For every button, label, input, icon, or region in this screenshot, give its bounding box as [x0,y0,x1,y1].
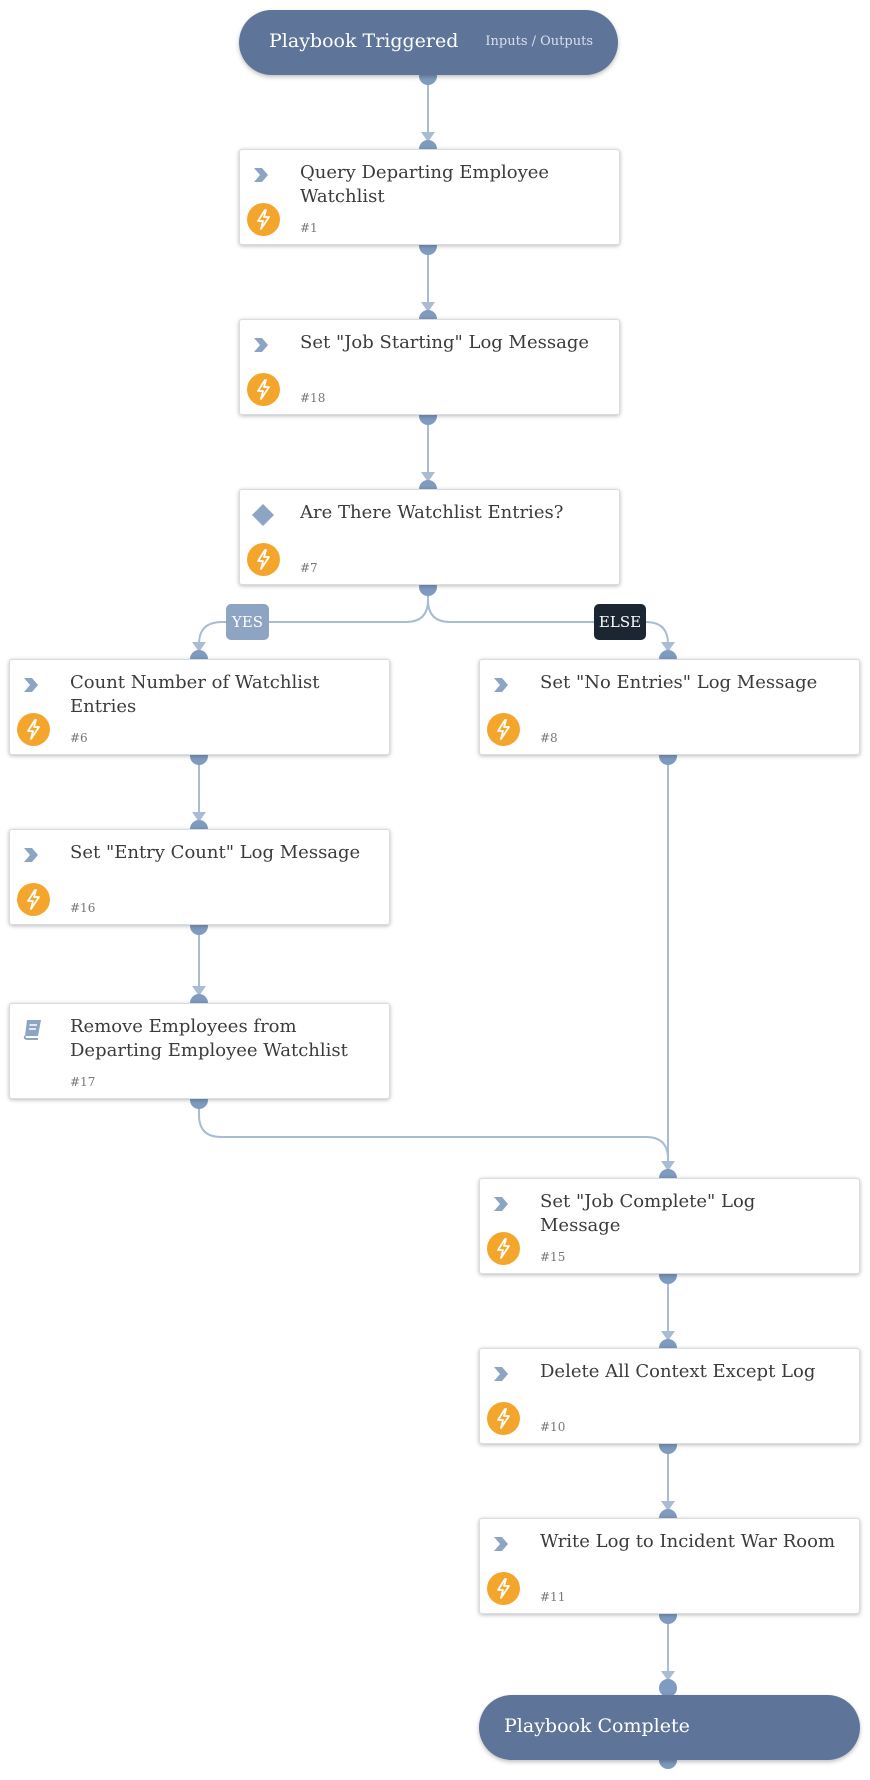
task-number: #10 [540,1420,566,1434]
automation-bolt-icon [247,203,280,236]
chevron-icon [494,1197,508,1211]
branch-label-else[interactable]: ELSE [594,604,646,640]
task-name: Set "Job Starting" Log Message [300,332,590,353]
task-node-16[interactable]: Set "Entry Count" Log Message #16 [9,829,390,925]
task-number: #17 [70,1075,96,1089]
chevron-icon [254,338,268,352]
task-node-15[interactable]: Set "Job Complete" Log Message #15 [479,1178,860,1274]
task-node-11[interactable]: Write Log to Incident War Room #11 [479,1518,860,1614]
task-node-8[interactable]: Set "No Entries" Log Message #8 [479,659,860,755]
playbook-complete-title: Playbook Complete [504,1715,690,1737]
chevron-icon [494,1367,508,1381]
task-number: #7 [300,561,318,575]
inputs-outputs-link[interactable]: Inputs / Outputs [485,34,593,49]
task-number: #1 [300,221,318,235]
task-node-10[interactable]: Delete All Context Except Log #10 [479,1348,860,1444]
task-name: Set "Entry Count" Log Message [70,842,361,863]
chevron-icon [494,1537,508,1551]
task-name: Are There Watchlist Entries? [300,502,564,523]
chevron-icon [494,678,508,692]
task-number: #16 [70,901,96,915]
playbook-complete-node[interactable]: Playbook Complete [479,1695,860,1760]
task-number: #18 [300,391,326,405]
chevron-icon [24,848,38,862]
condition-node-7[interactable]: Are There Watchlist Entries? #7 [239,489,620,585]
automation-bolt-icon [487,1572,520,1605]
task-node-18[interactable]: Set "Job Starting" Log Message #18 [239,319,620,415]
playbook-triggered-title: Playbook Triggered [269,30,459,52]
task-node-6[interactable]: Count Number of Watchlist Entries #6 [9,659,390,755]
task-node-17[interactable]: Remove Employees from Departing Employee… [9,1003,390,1099]
automation-bolt-icon [247,543,280,576]
chevron-icon [24,678,38,692]
task-name: Count Number of Watchlist Entries [70,672,320,717]
edge-7-to-8 [427,599,669,651]
task-name: Query Departing Employee Watchlist [300,162,550,207]
automation-bolt-icon [247,373,280,406]
task-name: Set "Job Complete" Log Message [540,1191,756,1236]
automation-bolt-icon [17,883,50,916]
task-number: #8 [540,731,558,745]
edge-17-to-15 [198,1100,669,1170]
playbook-triggered-node[interactable]: Playbook Triggered Inputs / Outputs [239,10,618,75]
task-name: Remove Employees from Departing Employee… [70,1016,348,1061]
task-name: Set "No Entries" Log Message [540,672,818,693]
chevron-icon [254,168,268,182]
book-icon [23,1020,41,1040]
task-node-1[interactable]: Query Departing Employee Watchlist #1 [239,149,620,245]
arrowheads [192,132,675,1681]
automation-bolt-icon [487,713,520,746]
task-number: #6 [70,731,88,745]
task-name: Delete All Context Except Log [540,1361,816,1382]
diamond-icon [252,504,274,526]
task-name: Write Log to Incident War Room [540,1531,836,1552]
task-number: #15 [540,1250,566,1264]
automation-bolt-icon [487,1232,520,1265]
task-number: #11 [540,1590,566,1604]
automation-bolt-icon [17,713,50,746]
automation-bolt-icon [487,1402,520,1435]
edge-7-to-6 [198,587,429,651]
branch-label-yes[interactable]: YES [226,604,269,640]
